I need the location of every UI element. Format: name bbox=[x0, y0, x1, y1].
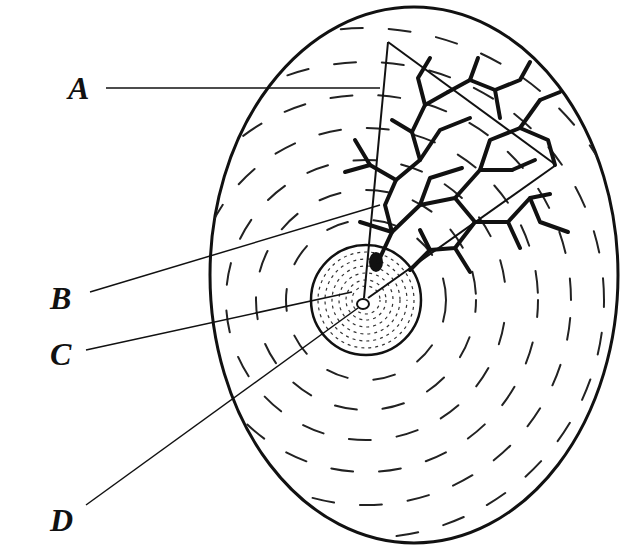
part-letter: D bbox=[50, 504, 73, 536]
sector-triangle bbox=[364, 42, 556, 298]
center-pith bbox=[357, 299, 369, 309]
part-letter: A bbox=[68, 72, 89, 104]
branching-network bbox=[345, 58, 568, 272]
growth-rings bbox=[94, 28, 624, 547]
part-letter: C bbox=[50, 338, 71, 370]
inner-core bbox=[311, 245, 421, 355]
part-letter: B bbox=[50, 282, 71, 314]
leader-lines bbox=[86, 88, 380, 505]
